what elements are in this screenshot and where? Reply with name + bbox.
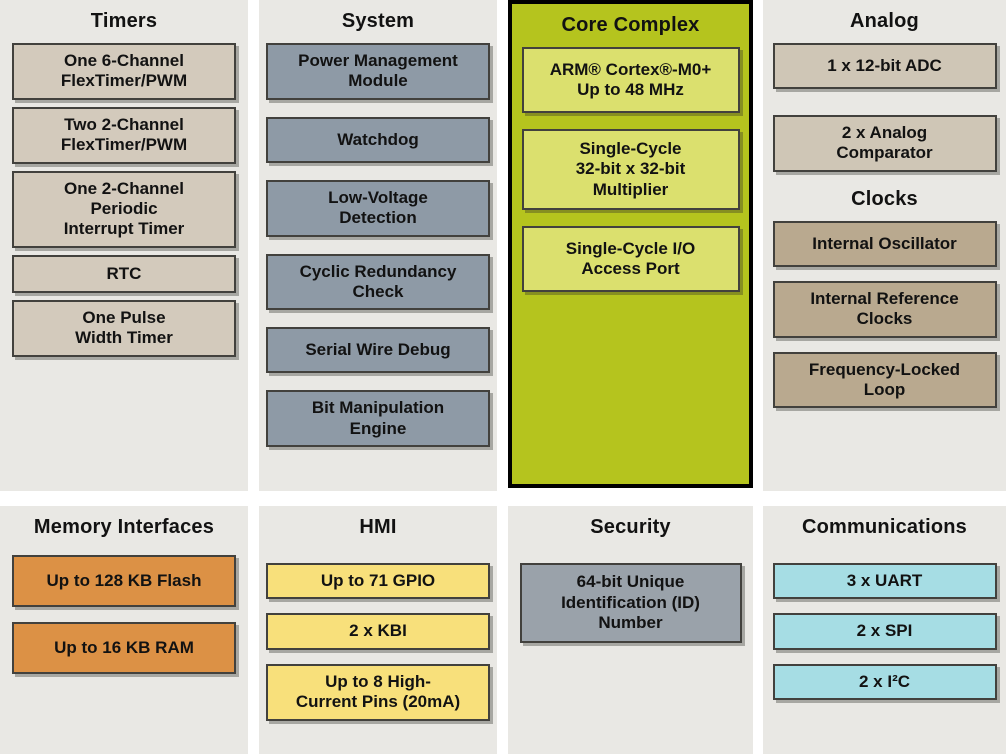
timers-blocks: One 6-Channel FlexTimer/PWM Two 2-Channe… bbox=[0, 43, 248, 357]
block-single-cycle-multiplier: Single-Cycle 32-bit x 32-bit Multiplier bbox=[521, 129, 740, 211]
section-hmi: HMI Up to 71 GPIO 2 x KBI Up to 8 High- … bbox=[259, 506, 497, 754]
section-communications: Communications 3 x UART 2 x SPI 2 x I²C bbox=[763, 506, 1006, 754]
block-periodic-interrupt-timer: One 2-Channel Periodic Interrupt Timer bbox=[12, 170, 236, 248]
hmi-blocks: Up to 71 GPIO 2 x KBI Up to 8 High- Curr… bbox=[259, 563, 497, 721]
block-flextimer-2ch: Two 2-Channel FlexTimer/PWM bbox=[12, 106, 236, 164]
core-complex-blocks: ARM® Cortex®-M0+ Up to 48 MHz Single-Cyc… bbox=[512, 47, 749, 293]
block-high-current-pins: Up to 8 High- Current Pins (20mA) bbox=[266, 663, 490, 721]
block-uart: 3 x UART bbox=[772, 563, 997, 600]
security-blocks: 64-bit Unique Identification (ID) Number bbox=[508, 563, 753, 643]
block-watchdog: Watchdog bbox=[266, 116, 490, 163]
clocks-blocks: Internal Oscillator Internal Reference C… bbox=[763, 220, 1006, 409]
block-kbi: 2 x KBI bbox=[266, 613, 490, 650]
system-blocks: Power Management Module Watchdog Low-Vol… bbox=[259, 43, 497, 448]
communications-blocks: 3 x UART 2 x SPI 2 x I²C bbox=[763, 563, 1006, 701]
section-core-complex: Core Complex ARM® Cortex®-M0+ Up to 48 M… bbox=[508, 0, 753, 488]
block-unique-id: 64-bit Unique Identification (ID) Number bbox=[519, 563, 742, 643]
block-power-management-module: Power Management Module bbox=[266, 43, 490, 100]
block-bit-manipulation-engine: Bit Manipulation Engine bbox=[266, 390, 490, 448]
hmi-title: HMI bbox=[359, 516, 397, 538]
block-serial-wire-debug: Serial Wire Debug bbox=[266, 327, 490, 374]
block-gpio: Up to 71 GPIO bbox=[266, 563, 490, 600]
section-timers: Timers One 6-Channel FlexTimer/PWM Two 2… bbox=[0, 0, 248, 491]
section-security: Security 64-bit Unique Identification (I… bbox=[508, 506, 753, 754]
section-memory-interfaces: Memory Interfaces Up to 128 KB Flash Up … bbox=[0, 506, 248, 754]
block-flextimer-6ch: One 6-Channel FlexTimer/PWM bbox=[12, 43, 236, 100]
block-cortex-m0plus: ARM® Cortex®-M0+ Up to 48 MHz bbox=[521, 47, 740, 113]
block-pulse-width-timer: One Pulse Width Timer bbox=[12, 299, 236, 357]
analog-blocks: 1 x 12-bit ADC 2 x Analog Comparator bbox=[763, 43, 1006, 172]
block-frequency-locked-loop: Frequency-Locked Loop bbox=[772, 351, 997, 409]
block-internal-reference-clocks: Internal Reference Clocks bbox=[772, 280, 997, 338]
clocks-title: Clocks bbox=[851, 187, 918, 210]
block-adc: 1 x 12-bit ADC bbox=[772, 43, 997, 89]
communications-title: Communications bbox=[801, 516, 968, 538]
block-crc: Cyclic Redundancy Check bbox=[266, 253, 490, 311]
block-internal-oscillator: Internal Oscillator bbox=[772, 220, 997, 267]
system-title: System bbox=[341, 10, 415, 32]
block-ram: Up to 16 KB RAM bbox=[12, 622, 236, 674]
block-low-voltage-detection: Low-Voltage Detection bbox=[266, 179, 490, 237]
block-analog-comparator: 2 x Analog Comparator bbox=[772, 115, 997, 172]
analog-title: Analog bbox=[850, 10, 919, 32]
section-system: System Power Management Module Watchdog … bbox=[259, 0, 497, 491]
block-flash: Up to 128 KB Flash bbox=[12, 555, 236, 607]
core-complex-title: Core Complex bbox=[561, 14, 700, 36]
security-title: Security bbox=[590, 516, 671, 538]
block-spi: 2 x SPI bbox=[772, 613, 997, 650]
block-i2c: 2 x I²C bbox=[772, 663, 997, 701]
block-rtc: RTC bbox=[12, 254, 236, 293]
memory-blocks: Up to 128 KB Flash Up to 16 KB RAM bbox=[0, 555, 248, 674]
memory-interfaces-title: Memory Interfaces bbox=[33, 516, 215, 538]
timers-title: Timers bbox=[90, 10, 158, 32]
section-analog-clocks: Analog 1 x 12-bit ADC 2 x Analog Compara… bbox=[763, 0, 1006, 491]
block-io-access-port: Single-Cycle I/O Access Port bbox=[521, 226, 740, 293]
